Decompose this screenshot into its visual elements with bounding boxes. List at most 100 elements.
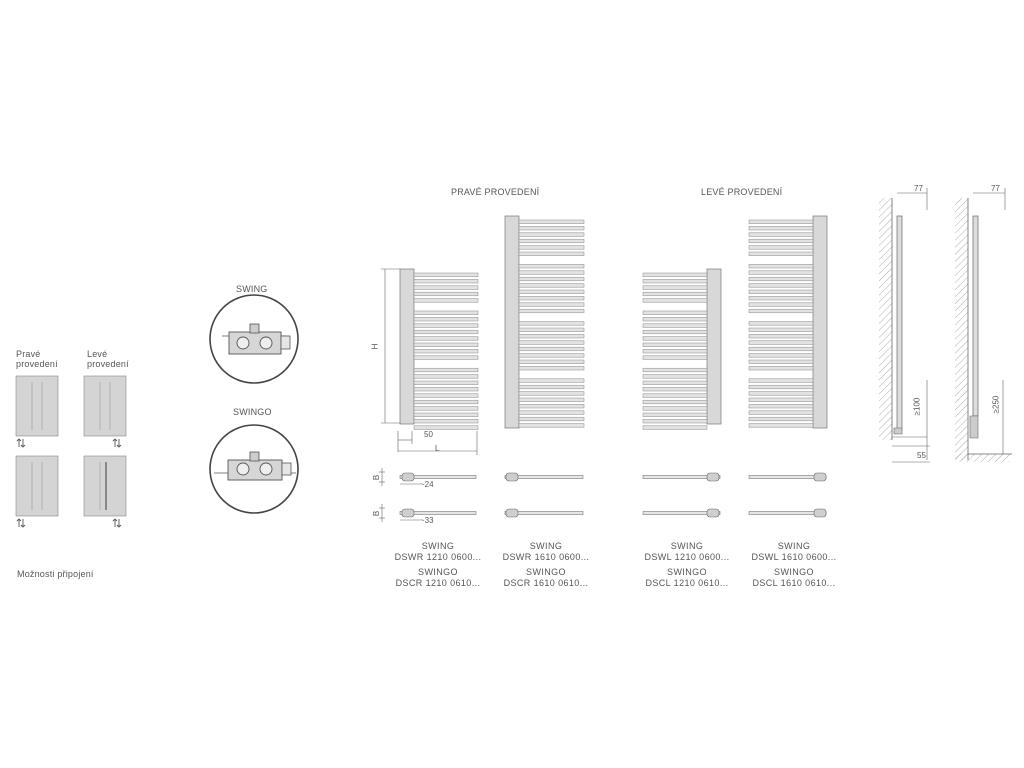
top-view-bar — [504, 511, 584, 515]
panel-left-bottom — [83, 455, 127, 517]
towel-bar — [518, 283, 585, 288]
valve-icon — [706, 472, 720, 482]
towel-bar — [642, 342, 708, 347]
model-code: DSWL 1610 0600... — [751, 552, 837, 562]
towel-bar — [518, 340, 585, 345]
towel-bar — [748, 251, 814, 256]
towel-bar — [748, 264, 814, 269]
model-caption-4: SWING DSWL 1610 0600... SWINGO DSCL 1610… — [744, 541, 844, 589]
towel-bar — [518, 219, 585, 224]
towel-bar — [413, 393, 479, 398]
towel-bar — [518, 302, 585, 307]
model-code: DSWL 1210 0600... — [644, 552, 730, 562]
towel-bar — [413, 355, 479, 360]
towel-bar — [748, 219, 814, 224]
model-code: DSWR 1210 0600... — [394, 552, 482, 562]
towel-bar — [518, 423, 585, 428]
towel-bar — [642, 323, 708, 328]
dim-height: H — [370, 343, 380, 350]
towel-bar — [518, 289, 585, 294]
towel-bar — [413, 412, 479, 417]
towel-bar — [413, 367, 479, 373]
towel-bar — [642, 285, 708, 290]
towel-bar — [518, 296, 585, 301]
towel-bar — [642, 336, 708, 341]
dim-width: L — [435, 444, 440, 453]
towel-bar — [642, 349, 708, 354]
towel-bar — [518, 308, 585, 314]
towel-bar — [748, 296, 814, 301]
depth-dimensions — [379, 468, 420, 522]
towel-bar — [748, 346, 814, 352]
side1-min-100: ≥100 — [912, 397, 922, 416]
model-code: DSCR 1610 0610... — [503, 578, 589, 588]
towel-bar — [518, 359, 585, 364]
towel-bar — [518, 404, 585, 409]
panel-right-top — [15, 375, 59, 437]
towel-bar — [518, 321, 585, 326]
radiator-right-1210 — [399, 268, 479, 430]
towel-bar — [642, 291, 708, 297]
valve-icon — [813, 508, 827, 518]
towel-bar — [642, 272, 708, 277]
towel-bar — [748, 276, 814, 282]
model-name: SWING — [421, 541, 455, 551]
towel-bar — [748, 340, 814, 345]
radiator-left-1610 — [748, 215, 828, 429]
towel-bar — [413, 285, 479, 290]
towel-bar — [748, 321, 814, 326]
dimension-lines — [381, 268, 478, 455]
model-code: DSCR 1210 0610... — [395, 578, 481, 588]
left-label-line2: provedení — [87, 359, 129, 369]
towel-bar — [642, 387, 708, 392]
towel-bar — [748, 283, 814, 288]
towel-bar — [413, 323, 479, 328]
towel-bar — [642, 317, 708, 322]
dim-offset-50: 50 — [424, 430, 433, 439]
valve-icon — [813, 472, 827, 482]
model-code: DSCL 1210 0610... — [645, 578, 729, 588]
towel-bar — [748, 327, 814, 332]
towel-bar — [413, 342, 479, 347]
towel-bar — [413, 279, 479, 284]
towel-bar — [413, 374, 479, 379]
towel-bar — [748, 378, 814, 383]
towel-bar — [413, 380, 479, 385]
towel-bar — [748, 423, 814, 428]
towel-bar — [413, 419, 479, 424]
dim-approx-33: ~33 — [420, 516, 434, 525]
towel-bar — [518, 226, 585, 231]
towel-bar — [642, 412, 708, 417]
towel-bar — [518, 276, 585, 282]
towel-bar — [518, 410, 585, 415]
towel-bar — [748, 353, 814, 358]
towel-bar — [642, 329, 708, 335]
side1-depth-77: 77 — [914, 184, 923, 193]
towel-bar — [748, 384, 814, 390]
towel-bar — [413, 336, 479, 341]
towel-bar — [518, 327, 585, 332]
towel-bar — [518, 416, 585, 422]
towel-bar — [413, 349, 479, 354]
towel-bar — [748, 238, 814, 244]
model-caption-1: SWING DSWR 1210 0600... SWINGO DSCR 1210… — [388, 541, 488, 589]
radiator-right-1610 — [504, 215, 585, 429]
towel-bar — [642, 425, 708, 430]
towel-bar — [413, 329, 479, 335]
towel-bar — [642, 279, 708, 284]
towel-bar — [518, 353, 585, 358]
side-view-bottom-connection — [879, 188, 930, 463]
towel-bar — [642, 374, 708, 379]
model-name: SWING — [529, 541, 563, 551]
side1-height-55: 55 — [917, 451, 926, 460]
towel-bar — [518, 334, 585, 339]
towel-bar — [748, 270, 814, 275]
towel-bar — [413, 291, 479, 297]
right-label-line2: provedení — [16, 359, 58, 369]
valve-icon — [401, 472, 415, 482]
top-views — [399, 472, 827, 518]
towel-bar — [518, 232, 585, 237]
model-name: SWING — [777, 541, 811, 551]
towel-bar — [748, 397, 814, 402]
